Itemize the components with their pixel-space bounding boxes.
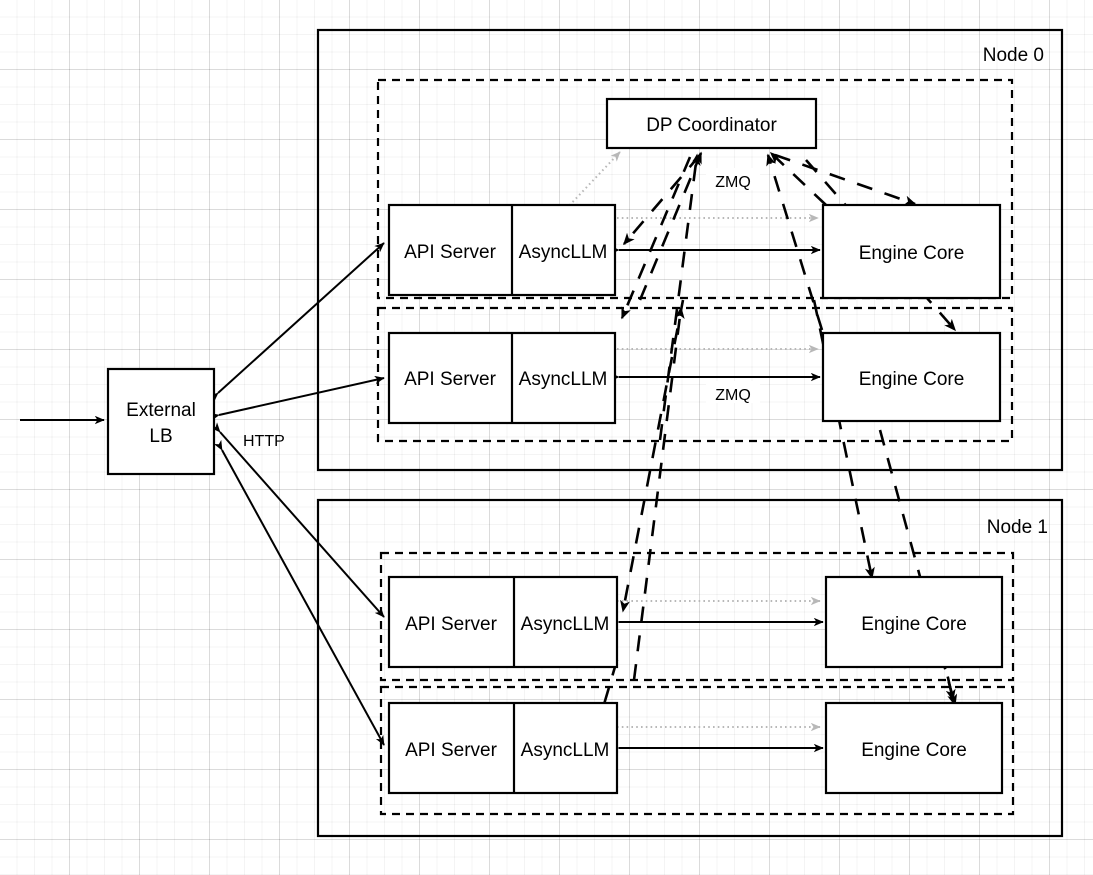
asyncllm-label-n0r0: AsyncLLM bbox=[519, 242, 608, 263]
edge-dashed-asyncllm-n0r1-coordinator bbox=[658, 153, 701, 441]
node-1-row-1-group bbox=[379, 685, 1015, 816]
edge-dashed-coordinator-enginecore-n0r0 bbox=[774, 153, 917, 206]
external-lb-label-line2: LB bbox=[149, 426, 172, 447]
zmq-bottom-label-bg bbox=[706, 381, 760, 403]
node-1-label: Node 1 bbox=[987, 517, 1048, 538]
node-0-row-0-group bbox=[376, 78, 1014, 300]
node-0-row-1-group bbox=[376, 306, 1014, 443]
api-server-box-n1r0[interactable] bbox=[387, 575, 619, 669]
external-lb-box[interactable] bbox=[106, 367, 216, 476]
engine-core-box-n1r0[interactable] bbox=[824, 575, 1004, 669]
engine-core-box-n1r1[interactable] bbox=[824, 701, 1004, 795]
api-server-label-n1r0: API Server bbox=[405, 614, 498, 635]
engine-core-box-n0r0[interactable] bbox=[821, 203, 1002, 300]
zmq-label-top: ZMQ bbox=[715, 174, 751, 191]
engine-core-label-n0r1: Engine Core bbox=[859, 369, 965, 390]
engine-core-label-n1r0: Engine Core bbox=[861, 614, 967, 635]
node-1-container bbox=[316, 498, 1064, 838]
engine-core-label-n0r0: Engine Core bbox=[859, 243, 965, 264]
zmq-label-bottom: ZMQ bbox=[715, 387, 751, 404]
edge-dashed-enginecore-n0r0-coordinator bbox=[769, 151, 827, 206]
node-0-container bbox=[316, 28, 1064, 472]
api-server-label-n0r0: API Server bbox=[404, 242, 497, 263]
api-server-label-n0r1: API Server bbox=[404, 369, 497, 390]
edge-dashed-asyncllm-n1r0-coordinator bbox=[632, 306, 685, 681]
edge-dashed-coordinator-asyncllm-n0r1 bbox=[620, 156, 692, 320]
edge-dashed-asyncllm-n1r0-asyncllm-n1r1 bbox=[598, 659, 619, 720]
node-1-row-0-group bbox=[379, 551, 1015, 682]
edge-dashed-coordinator-asyncllm-n1r0 bbox=[620, 299, 685, 613]
edge-dotted-asyncllm-coordinator bbox=[565, 151, 621, 210]
engine-core-label-n1r1: Engine Core bbox=[861, 740, 967, 761]
api-server-box-n1r1[interactable] bbox=[387, 701, 619, 795]
edge-dashed-coordinator-asyncllm-n0r0 bbox=[623, 154, 701, 246]
engine-core-box-n0r1[interactable] bbox=[821, 331, 1002, 423]
edge-dashed-coordinator-enginecore-n0r1 bbox=[805, 159, 956, 332]
zmq-top-label-bg bbox=[706, 168, 760, 190]
asyncllm-label-n1r0: AsyncLLM bbox=[521, 614, 610, 635]
api-server-label-n1r1: API Server bbox=[405, 740, 498, 761]
api-server-box-n0r0[interactable] bbox=[387, 203, 617, 297]
edge-lb-to-api-n0r1 bbox=[209, 375, 385, 422]
external-lb-label-line1: External bbox=[126, 400, 196, 421]
asyncllm-label-n0r1: AsyncLLM bbox=[519, 369, 608, 390]
api-server-box-n0r1[interactable] bbox=[387, 331, 617, 425]
edge-lb-to-api-n0r0 bbox=[208, 242, 385, 403]
asyncllm-label-n1r1: AsyncLLM bbox=[521, 740, 610, 761]
edge-lb-to-api-n1r1 bbox=[213, 439, 385, 746]
edge-dashed-coordinator-enginecore-n1r0 bbox=[812, 299, 875, 580]
dp-coordinator-label: DP Coordinator bbox=[646, 115, 777, 136]
node-0-label: Node 0 bbox=[983, 45, 1044, 66]
http-label: HTTP bbox=[243, 433, 285, 450]
dp-coordinator-box[interactable] bbox=[605, 97, 818, 150]
